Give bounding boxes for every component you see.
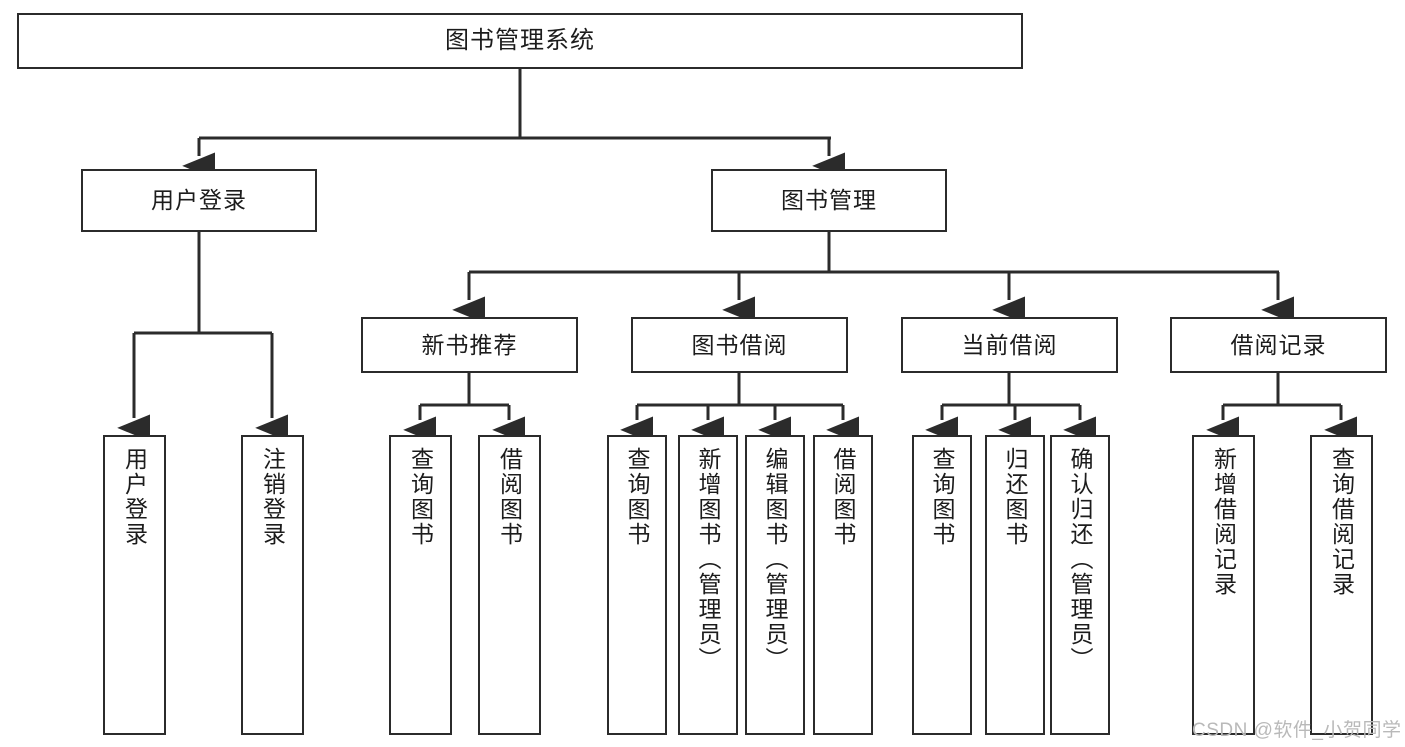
leaf-confirm-return-admin[interactable]: 确认归还（管理员） bbox=[1050, 435, 1110, 735]
node-book-manage[interactable]: 图书管理 bbox=[711, 169, 947, 232]
node-new-book-recommend[interactable]: 新书推荐 bbox=[361, 317, 578, 373]
leaf-query-borrow-record-label: 查询借阅记录 bbox=[1328, 447, 1355, 597]
leaf-return-book-label: 归还图书 bbox=[1002, 447, 1029, 547]
leaf-query-book-current-label: 查询图书 bbox=[929, 447, 956, 547]
node-user-login-label: 用户登录 bbox=[151, 187, 247, 214]
leaf-borrow-book-borrow-label: 借阅图书 bbox=[830, 447, 857, 547]
leaf-edit-book-admin[interactable]: 编辑图书（管理员） bbox=[745, 435, 805, 735]
leaf-logout-login-label: 注销登录 bbox=[259, 447, 286, 547]
leaf-query-book-rec[interactable]: 查询图书 bbox=[389, 435, 452, 735]
node-current-borrow-label: 当前借阅 bbox=[961, 331, 1058, 358]
leaf-user-login[interactable]: 用户登录 bbox=[103, 435, 166, 735]
node-book-borrow-label: 图书借阅 bbox=[691, 331, 788, 358]
leaf-add-book-admin-label: 新增图书（管理员） bbox=[695, 447, 722, 672]
leaf-logout-login[interactable]: 注销登录 bbox=[241, 435, 304, 735]
leaf-edit-book-admin-label: 编辑图书（管理员） bbox=[762, 447, 789, 672]
leaf-borrow-book-rec-label: 借阅图书 bbox=[496, 447, 523, 547]
node-user-login[interactable]: 用户登录 bbox=[81, 169, 317, 232]
leaf-user-login-label: 用户登录 bbox=[121, 447, 148, 547]
leaf-add-borrow-record[interactable]: 新增借阅记录 bbox=[1192, 435, 1255, 735]
node-root[interactable]: 图书管理系统 bbox=[17, 13, 1023, 69]
leaf-query-book-rec-label: 查询图书 bbox=[407, 447, 434, 547]
leaf-query-book-borrow-label: 查询图书 bbox=[624, 447, 651, 547]
leaf-borrow-book-borrow[interactable]: 借阅图书 bbox=[813, 435, 873, 735]
leaf-query-book-current[interactable]: 查询图书 bbox=[912, 435, 972, 735]
node-borrow-record[interactable]: 借阅记录 bbox=[1170, 317, 1387, 373]
leaf-add-borrow-record-label: 新增借阅记录 bbox=[1210, 447, 1237, 597]
csdn-watermark: CSDN @软件_小贺同学 bbox=[1192, 720, 1402, 741]
node-root-label: 图书管理系统 bbox=[445, 27, 595, 54]
leaf-query-book-borrow[interactable]: 查询图书 bbox=[607, 435, 667, 735]
node-new-book-recommend-label: 新书推荐 bbox=[421, 331, 518, 358]
node-borrow-record-label: 借阅记录 bbox=[1230, 331, 1327, 358]
node-book-borrow[interactable]: 图书借阅 bbox=[631, 317, 848, 373]
leaf-borrow-book-rec[interactable]: 借阅图书 bbox=[478, 435, 541, 735]
leaf-query-borrow-record[interactable]: 查询借阅记录 bbox=[1310, 435, 1373, 735]
node-current-borrow[interactable]: 当前借阅 bbox=[901, 317, 1118, 373]
leaf-return-book[interactable]: 归还图书 bbox=[985, 435, 1045, 735]
node-book-manage-label: 图书管理 bbox=[781, 187, 877, 214]
leaf-add-book-admin[interactable]: 新增图书（管理员） bbox=[678, 435, 738, 735]
leaf-confirm-return-admin-label: 确认归还（管理员） bbox=[1067, 447, 1094, 672]
